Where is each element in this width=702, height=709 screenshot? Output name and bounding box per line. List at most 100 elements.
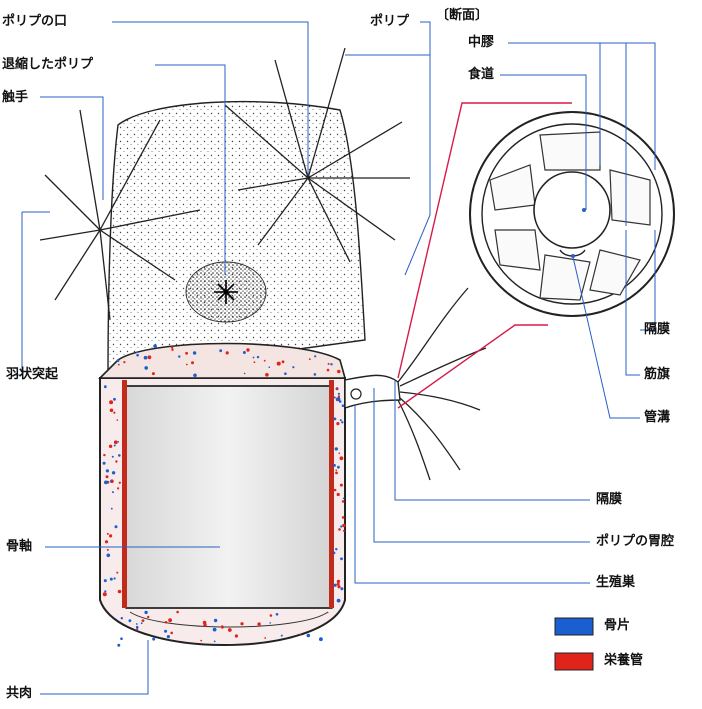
coenenchyme-speck [319,637,323,642]
coenenchyme-speck [243,372,246,375]
coenenchyme-speck [334,447,338,451]
coenenchyme-speck [117,487,120,490]
coenenchyme-speck [102,461,106,465]
coenenchyme-speck [280,634,283,637]
coenenchyme-speck [103,385,107,389]
coenenchyme-speck [338,452,341,455]
coenenchyme-speck [152,637,156,641]
coenenchyme-speck [164,629,168,633]
coenenchyme-speck [102,592,107,597]
coenenchyme-speck [337,395,341,398]
coenenchyme-speck [192,351,197,355]
coenenchyme-speck [110,480,113,483]
coenenchyme-speck [342,497,345,500]
coenenchyme-speck [117,589,122,594]
coenenchyme-speck [281,360,285,364]
section-link-lines [397,102,572,409]
coenenchyme-speck [106,548,109,551]
coenenchyme-speck [337,585,341,589]
coenenchyme-speck [168,618,173,623]
coenenchyme-speck [104,480,108,485]
coenenchyme-speck [336,387,339,390]
coenenchyme-speck [240,622,244,626]
coenenchyme-speck [342,523,346,528]
coenenchyme-speck [128,619,132,623]
coenenchyme-speck [112,491,114,494]
coenenchyme-speck [313,373,317,376]
coenenchyme-speck [299,633,302,636]
coenenchyme-speck [136,351,139,354]
coenenchyme-speck [103,579,107,583]
coenenchyme-speck [191,361,194,365]
coenenchyme-speck [114,525,118,529]
coenenchyme-speck [306,633,311,638]
coenenchyme-speck [219,349,223,353]
legend [554,617,594,671]
coenenchyme-speck [276,361,281,366]
coenenchyme-speck [339,419,342,422]
coenenchyme-speck [336,582,340,586]
coenenchyme-speck [144,610,148,615]
coenenchyme-speck [284,372,287,376]
coenenchyme-speck [264,637,267,639]
coenenchyme-speck [185,363,188,366]
label-mesentery-bottom: 隔膜 [596,492,623,507]
coenenchyme-speck [144,366,148,370]
coenenchyme-speck [111,471,116,475]
label-siphonoglyph: 管溝 [644,410,671,425]
coenenchyme-speck [185,351,189,355]
label-pinnule: 羽状突起 [6,367,59,382]
coenenchyme-speck [143,355,148,360]
label-polyp: ポリプ [370,14,410,29]
label-coenenchyme: 共肉 [6,686,33,701]
coenenchyme-speck [176,610,179,614]
coenenchyme-speck [338,400,342,403]
coenenchyme-speck [341,421,344,424]
label-muscle-banner: 筋旗 [644,367,671,382]
coenenchyme-speck [105,475,109,479]
coenenchyme-speck [136,353,139,357]
label-pharynx: 食道 [468,67,495,82]
coenenchyme-speck [118,481,121,484]
legend-label-canal: 栄養管 [604,653,644,668]
coenenchyme-speck [337,392,340,395]
label-section: 〔断面〕 [436,8,489,23]
coenenchyme-speck [292,366,295,369]
coenenchyme-speck [340,525,343,528]
coenenchyme-speck [103,453,106,457]
coenenchyme-speck [135,623,138,625]
label-mesentery-right: 隔膜 [644,322,671,337]
coenenchyme-speck [220,625,224,629]
polyp-cross-section [469,111,675,317]
coenenchyme-speck [117,441,120,443]
coenenchyme-speck [212,627,217,632]
coenenchyme-speck [339,456,344,461]
coenenchyme-speck [104,540,109,544]
coenenchyme-speck [106,532,109,535]
coenenchyme-speck [109,577,113,581]
coenenchyme-speck [136,628,139,630]
coenenchyme-speck [213,618,218,623]
coenenchyme-speck [153,344,157,348]
coenenchyme-speck [242,351,246,354]
right-polyp-drawing [224,47,410,263]
coenenchyme-speck [256,355,260,359]
coenenchyme-speck [108,444,113,448]
coenenchyme-speck [116,571,119,574]
coenenchyme-speck [340,587,344,591]
coenenchyme-speck [333,583,337,587]
legend-label-sclerite: 骨片 [604,618,631,633]
label-tentacle: 触手 [2,90,29,105]
side-polyp-drawing [344,287,487,481]
coenenchyme-speck [257,622,261,626]
coenenchyme-speck [116,359,120,362]
coenenchyme-speck [109,534,113,538]
coenenchyme-speck [110,507,113,510]
coenenchyme-speck [170,631,173,635]
coenenchyme-speck [234,634,238,638]
coenenchyme-speck [193,373,197,378]
coenenchyme-speck [117,643,121,647]
coenenchyme-speck [332,551,336,555]
label-gastric-cavity: ポリプの胃腔 [596,534,675,549]
